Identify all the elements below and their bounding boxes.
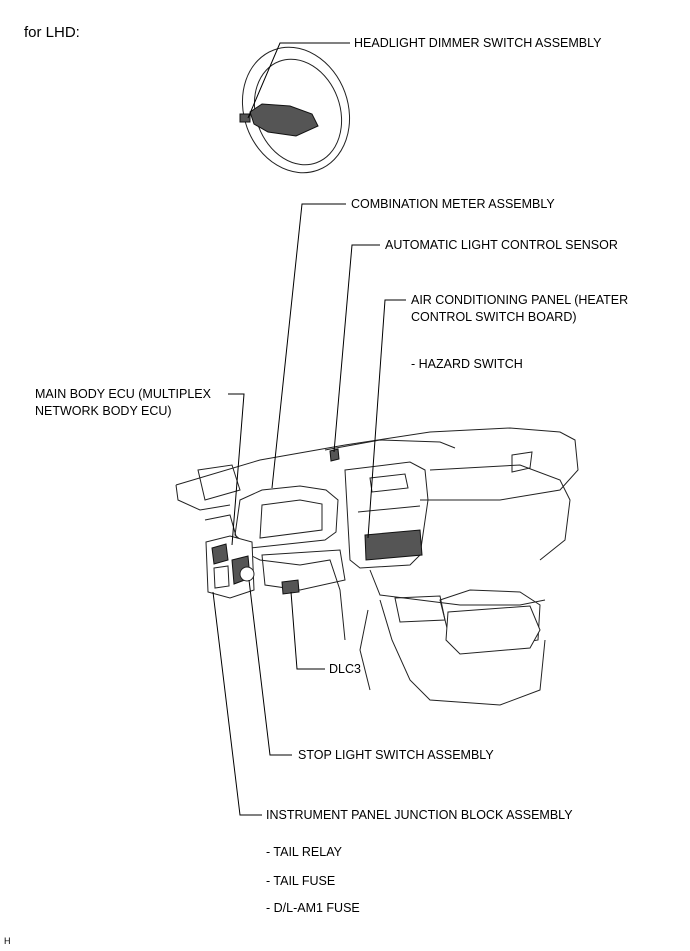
label-main-body-ecu-line1: MAIN BODY ECU (MULTIPLEX bbox=[35, 387, 211, 401]
label-dl-am1-fuse: - D/L-AM1 FUSE bbox=[266, 901, 360, 915]
leader-light-sensor bbox=[333, 244, 380, 453]
label-ac-panel-line1: AIR CONDITIONING PANEL (HEATER bbox=[411, 293, 629, 307]
label-dlc3: DLC3 bbox=[329, 662, 361, 676]
label-tail-fuse: - TAIL FUSE bbox=[266, 874, 336, 888]
label-light-control-sensor: AUTOMATIC LIGHT CONTROL SENSOR bbox=[385, 238, 618, 252]
leader-junction-block bbox=[212, 591, 262, 816]
label-hazard-switch: - HAZARD SWITCH bbox=[411, 357, 523, 371]
leader-headlight bbox=[247, 42, 350, 119]
leader-main-ecu bbox=[228, 393, 245, 546]
label-main-body-ecu-line2: NETWORK BODY ECU) bbox=[35, 404, 172, 418]
label-ac-panel-line2: CONTROL SWITCH BOARD) bbox=[411, 310, 577, 324]
instrument-panel-illustration bbox=[175, 427, 579, 706]
leader-ac-panel bbox=[367, 299, 406, 539]
label-headlight-dimmer-switch: HEADLIGHT DIMMER SWITCH ASSEMBLY bbox=[354, 36, 602, 50]
label-tail-relay: - TAIL RELAY bbox=[266, 845, 342, 859]
leader-dlc3 bbox=[290, 591, 325, 670]
steering-wheel-illustration bbox=[239, 46, 351, 174]
footer-code: H bbox=[4, 936, 11, 946]
leader-combination-meter bbox=[271, 203, 346, 489]
leader-stop-light bbox=[248, 579, 292, 756]
label-combination-meter: COMBINATION METER ASSEMBLY bbox=[351, 197, 555, 211]
page-header: for LHD: bbox=[24, 24, 80, 41]
label-junction-block: INSTRUMENT PANEL JUNCTION BLOCK ASSEMBLY bbox=[266, 808, 573, 822]
leader-lines bbox=[212, 42, 406, 816]
label-stop-light-switch: STOP LIGHT SWITCH ASSEMBLY bbox=[298, 748, 494, 762]
